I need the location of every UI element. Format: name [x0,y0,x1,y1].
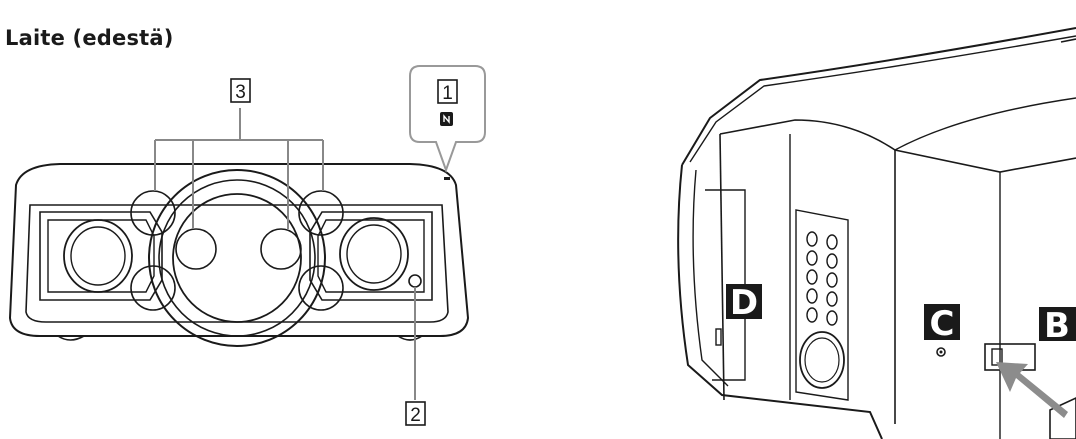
callout-1-box [437,79,458,104]
label-b-box [1039,307,1076,341]
nfc-mark [444,177,450,180]
panel-button-9 [806,307,818,323]
light-top-left [130,190,176,236]
callout-3-leaders [154,108,324,229]
light-center-left [175,228,217,270]
top-surface [681,27,1076,166]
insert-arrow [996,362,1068,418]
callout-3-box [230,78,251,103]
label-d-box [726,284,762,319]
front-left-foot [57,335,85,341]
usb-port [715,328,722,346]
label-c-box [924,304,960,340]
panel-button-3 [806,250,818,266]
label-d: D [730,283,758,323]
panel-button-8 [826,291,838,307]
side-left-end [677,164,883,439]
callout-2-label: 2 [410,405,421,426]
callout-2-box [405,401,426,426]
panel-button-6 [826,272,838,288]
left-speaker-housing [39,211,163,301]
panel-button-7 [806,288,818,304]
light-top-right [298,190,344,236]
label-b: B [1044,306,1070,346]
front-panel [25,204,449,323]
panel-button-5 [806,269,818,285]
center-speaker-ring [148,169,326,347]
panel-button-2 [826,234,838,250]
section-heading: Laite (edestä) [5,26,174,50]
callout-1-label: 1 [442,83,453,104]
left-woofer [63,219,133,293]
right-woofer [339,217,409,291]
ir-sensor [408,274,422,288]
light-center-right [260,228,302,270]
panel-button-4 [826,253,838,269]
panel-button-1 [806,231,818,247]
front-body-outline [8,163,470,337]
label-c: C [930,304,955,344]
nfc-icon [440,112,453,126]
volume-dial [799,331,845,389]
control-panel [795,209,849,401]
callout-3-label: 3 [235,82,246,103]
front-view [8,163,470,347]
audio-jack [936,347,946,357]
center-speaker [172,193,302,323]
front-right-foot [397,335,423,341]
light-bottom-right [298,265,344,311]
panel-button-10 [826,310,838,326]
right-speaker-housing [309,211,433,301]
light-bottom-left [130,265,176,311]
